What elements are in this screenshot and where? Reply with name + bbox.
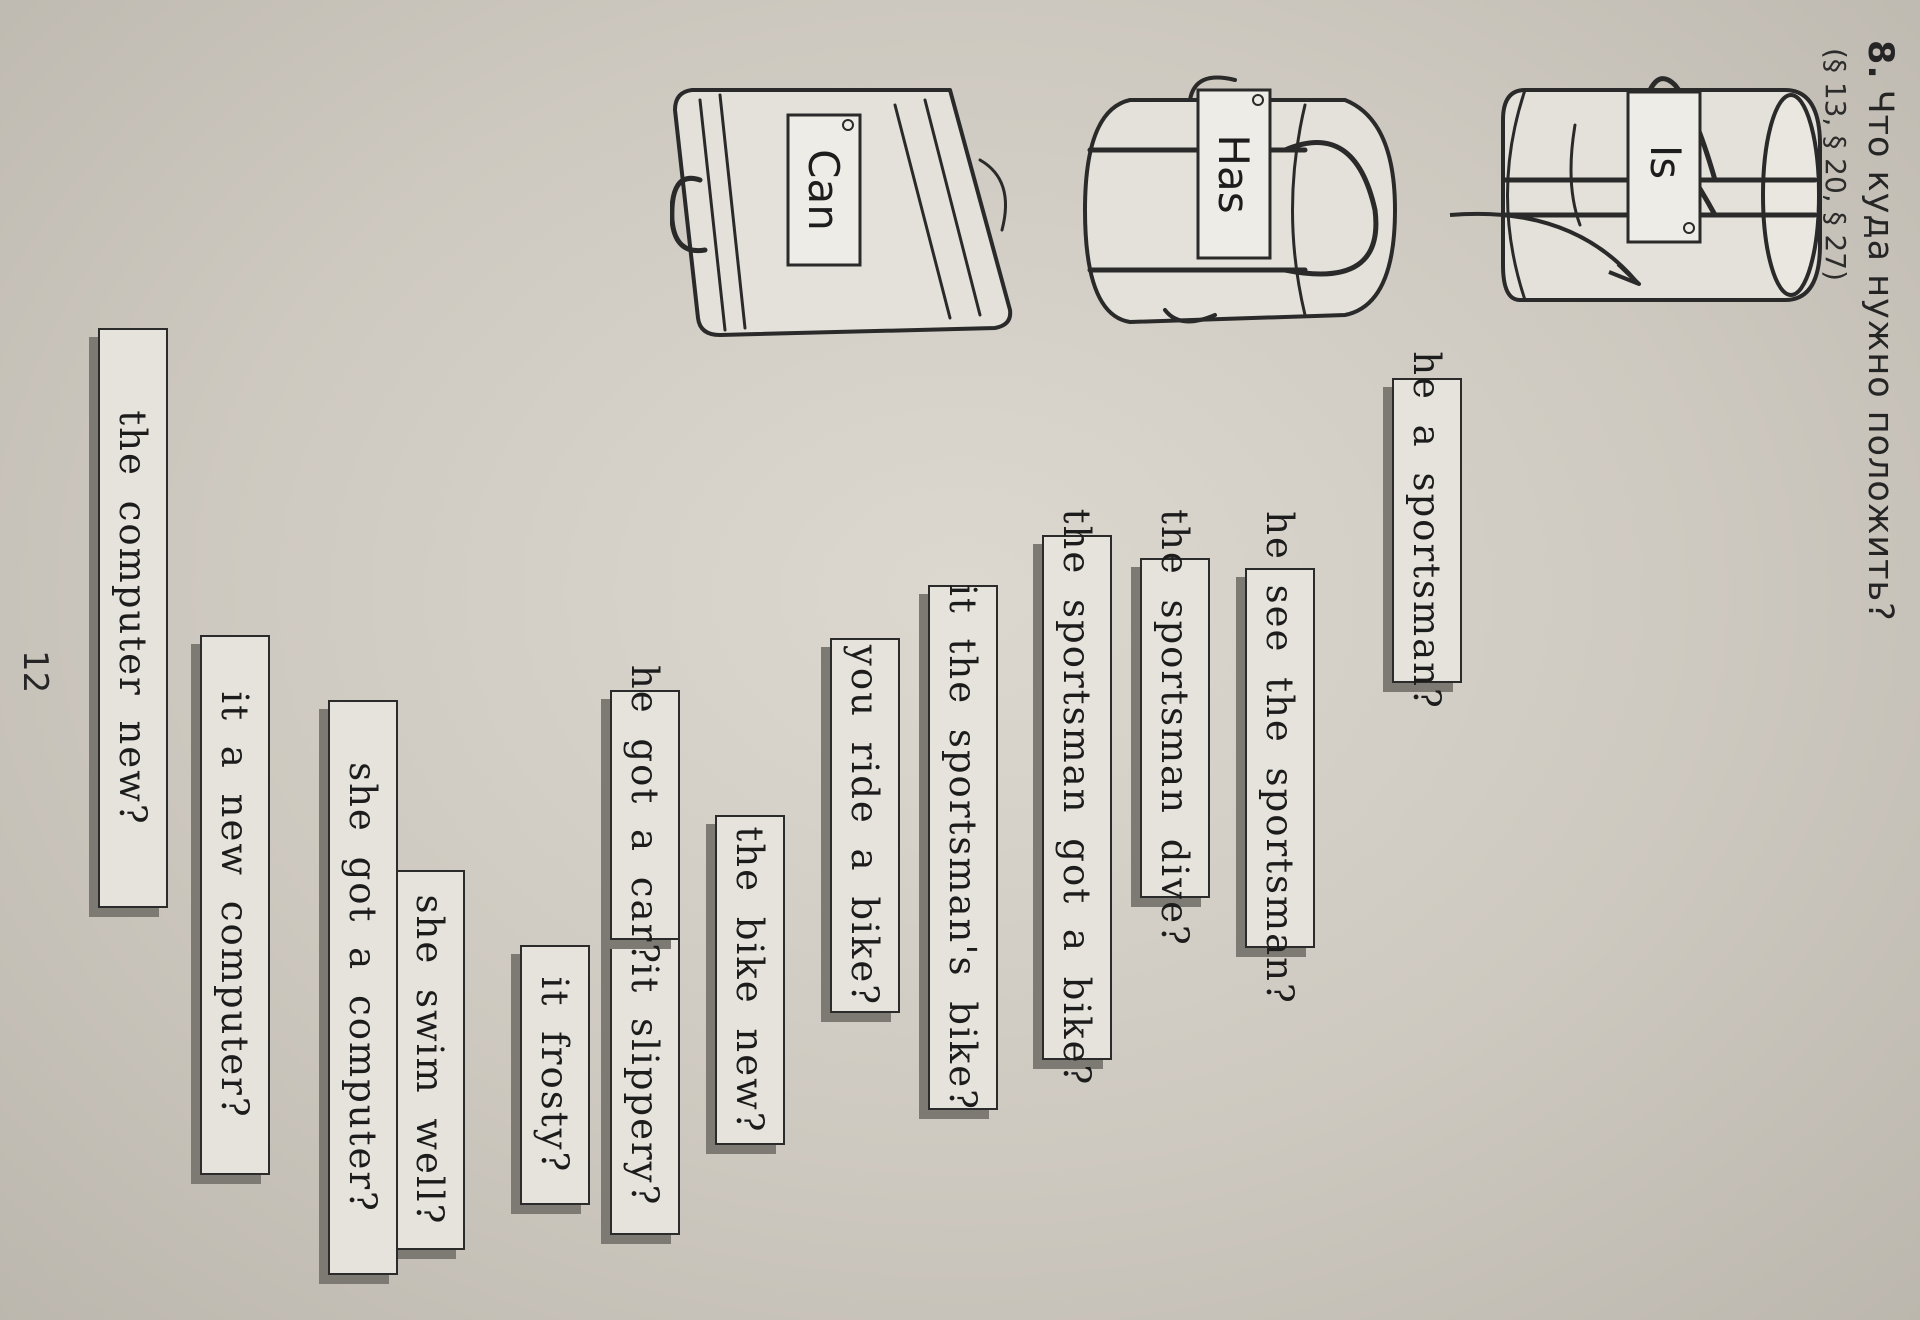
word-card[interactable]: it the sportsman's bike? — [928, 584, 998, 1111]
bag-has-tag: Has — [1209, 134, 1258, 213]
word-card[interactable]: the bike new? — [715, 815, 785, 1145]
word-card[interactable]: it frosty? — [520, 945, 590, 1205]
word-card[interactable]: it a new computer? — [200, 635, 270, 1175]
word-card[interactable]: he see the sportsman? — [1245, 511, 1315, 1005]
bag-has[interactable]: Has — [1075, 60, 1415, 340]
word-card[interactable]: it slippery? — [610, 935, 680, 1235]
bag-can[interactable]: Can — [670, 60, 1020, 340]
word-card[interactable]: the sportsman got a bike? — [1042, 509, 1112, 1086]
bag-is-tag: Is — [1641, 145, 1690, 179]
bag-is[interactable]: Is — [1495, 50, 1825, 310]
bag-can-tag: Can — [799, 149, 848, 231]
word-card[interactable]: she got a computer? — [328, 700, 398, 1275]
word-card[interactable]: you ride a bike? — [830, 638, 900, 1013]
word-card[interactable]: he a sportsman? — [1392, 351, 1462, 710]
word-card[interactable]: the computer new? — [98, 328, 168, 908]
page-number: 12 — [15, 650, 55, 694]
word-card[interactable]: the sportsman dive? — [1140, 509, 1210, 947]
word-card[interactable]: she swim well? — [395, 870, 465, 1250]
word-card[interactable]: he got a car? — [610, 665, 680, 965]
